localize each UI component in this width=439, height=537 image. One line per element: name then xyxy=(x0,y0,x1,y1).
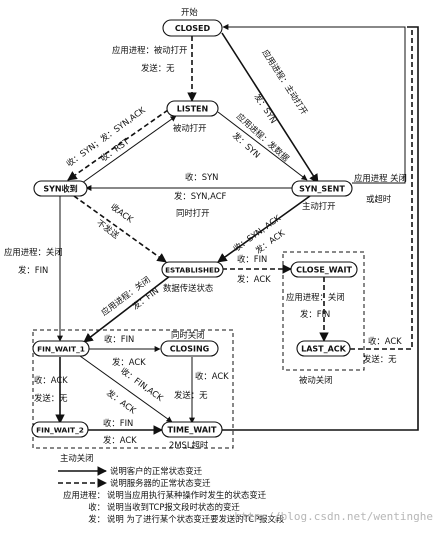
edge-lastack-closed xyxy=(350,26,413,350)
label-est-send-ack: 发：ACK xyxy=(237,274,271,284)
edge-synrcvd-established xyxy=(73,195,167,263)
state-syn-rcvd: SYN收到 xyxy=(33,180,88,197)
label-fw1-recv-ack: 收：ACK xyxy=(34,375,68,385)
svg-text:FIN_WAIT_1: FIN_WAIT_1 xyxy=(37,345,85,354)
svg-text:CLOSING: CLOSING xyxy=(170,345,209,354)
legend-server: 说明服务器的正常状态变迁 xyxy=(110,478,211,488)
state-fin-wait-2: FIN_WAIT_2 xyxy=(31,421,89,438)
label-est-recv-fin: 收：FIN xyxy=(237,254,267,264)
edge-listen-synsent xyxy=(217,111,308,181)
state-established: ESTABLISHED xyxy=(161,261,224,278)
svg-text:FIN_WAIT_2: FIN_WAIT_2 xyxy=(36,426,84,435)
label-fw1-send-ack: 发：ACK xyxy=(112,357,146,367)
svg-text:ESTABLISHED: ESTABLISHED xyxy=(165,266,220,275)
label-cw-close-2: 发：FIN xyxy=(300,309,330,319)
label-fw2-send-ack: 发：ACK xyxy=(103,435,137,445)
label-cl-send-none: 发送：无 xyxy=(174,390,208,400)
label-fw1-send-ack2: 发：ACK xyxy=(105,388,139,416)
label-passive-open-send: 发送：无 xyxy=(141,63,175,73)
edge-closed-synsent xyxy=(221,32,319,184)
label-simul-send: 发：SYN,ACF xyxy=(174,191,227,201)
svg-text:SYN收到: SYN收到 xyxy=(43,184,77,194)
label-active-open-2: 发：SYN xyxy=(252,92,279,126)
label-timeout: 或超时 xyxy=(366,194,392,204)
label-passive-open-app: 应用进程：被动打开 xyxy=(112,45,187,55)
label-la-recv-ack: 收：ACK xyxy=(368,336,402,346)
edge-finwait1-timewait xyxy=(79,355,173,423)
svg-text:CLOSE_WAIT: CLOSE_WAIT xyxy=(296,266,352,275)
edge-listen-synrcvd xyxy=(67,109,169,181)
svg-text:TIME_WAIT: TIME_WAIT xyxy=(168,426,217,435)
svg-text:CLOSED: CLOSED xyxy=(175,24,211,33)
label-active-open: 主动打开 xyxy=(302,201,336,211)
label-cl-recv-ack: 收：ACK xyxy=(195,371,229,381)
legend-send-desc: 说明 为了进行某个状态变迁要发送的TCP报文段 xyxy=(107,514,285,524)
watermark: http://blog.csdn.net/wentinghe xyxy=(234,510,433,523)
label-passive-close: 被动关闭 xyxy=(299,375,333,385)
legend-app-key: 应用进程： xyxy=(63,490,105,500)
label-synrcvd-close-1: 应用进程：关闭 xyxy=(4,247,63,257)
label-data-transfer: 数据传送状态 xyxy=(163,283,214,293)
active-close-region xyxy=(32,329,234,449)
label-fw1-recv-fin: 收：FIN xyxy=(104,334,134,344)
legend: 说明客户的正常状态变迁 说明服务器的正常状态变迁 应用进程： 说明当应用执行某种… xyxy=(58,466,285,524)
state-syn-sent: SYN_SENT xyxy=(291,180,353,197)
legend-recv-desc: 说明当收到TCP报文段时状态的变迁 xyxy=(107,502,240,512)
svg-text:LISTEN: LISTEN xyxy=(177,105,208,114)
state-closing: CLOSING xyxy=(160,340,219,357)
label-msl-timeout: 2MSL超时 xyxy=(169,440,209,450)
label-la-send-none: 发送：无 xyxy=(363,354,397,364)
edge-timewait-closed xyxy=(222,26,419,431)
label-fw2-recv-fin: 收：FIN xyxy=(103,418,133,428)
label-synrcvd-close-2: 发：FIN xyxy=(18,265,48,275)
edge-synrcvd-listen xyxy=(81,115,177,184)
state-time-wait: TIME_WAIT xyxy=(161,421,223,438)
label-recv-ack: 收ACK xyxy=(109,202,136,225)
label-active-close: 主动关闭 xyxy=(60,453,94,463)
edge-synsent-established xyxy=(217,195,311,263)
legend-recv-key: 收： xyxy=(88,502,105,512)
svg-text:LAST_ACK: LAST_ACK xyxy=(301,345,347,354)
start-label: 开始 xyxy=(181,7,198,17)
svg-text:SYN_SENT: SYN_SENT xyxy=(299,185,345,194)
legend-send-key: 发： xyxy=(88,514,105,524)
legend-client: 说明客户的正常状态变迁 xyxy=(110,466,203,476)
label-simul-close: 同时关闭 xyxy=(171,330,205,340)
label-app-close: 应用进程 关闭 xyxy=(354,173,407,183)
state-closed: CLOSED xyxy=(162,19,223,37)
state-fin-wait-1: FIN_WAIT_1 xyxy=(32,340,90,357)
edge-synsent-closed xyxy=(222,24,406,184)
legend-app-desc: 说明当应用执行某种操作时发生的状态变迁 xyxy=(107,490,267,500)
state-close-wait: CLOSE_WAIT xyxy=(290,261,358,278)
label-cw-close-1: 应用进程：关闭 xyxy=(286,292,345,302)
label-fw1-send-none: 发送：无 xyxy=(34,393,68,403)
state-listen: LISTEN xyxy=(166,100,219,117)
label-simul-open: 同时打开 xyxy=(176,208,210,218)
state-last-ack: LAST_ACK xyxy=(296,340,351,357)
passive-close-region xyxy=(282,251,365,371)
edge-established-finwait1 xyxy=(83,275,171,343)
label-simul-recv: 收：SYN xyxy=(185,172,218,182)
label-listen-state: 被动打开 xyxy=(173,123,207,133)
